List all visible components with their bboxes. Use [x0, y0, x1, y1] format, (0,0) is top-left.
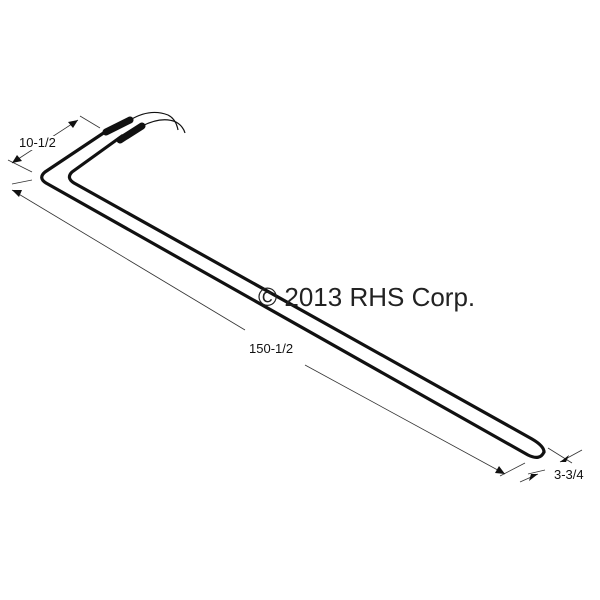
inner-tube — [67, 134, 546, 454]
arrow-head — [529, 474, 538, 481]
lead-wire — [141, 119, 186, 134]
arrow-head — [495, 466, 505, 474]
dimension-width: 3-3/4 — [553, 467, 585, 482]
terminal-sheath — [116, 122, 146, 144]
arrow-head — [68, 120, 78, 128]
lead-wire — [129, 111, 179, 131]
outer-tube — [40, 128, 546, 459]
dimension-overall-length: 150-1/2 — [248, 341, 295, 356]
copyright-watermark: © 2013 RHS Corp. — [258, 282, 476, 312]
terminal-sheath — [102, 116, 134, 136]
arrow-head — [12, 155, 22, 163]
dimension-leg-length: 10-1/2 — [18, 135, 57, 150]
arrow-head — [12, 190, 22, 197]
arrow-head — [560, 455, 569, 462]
